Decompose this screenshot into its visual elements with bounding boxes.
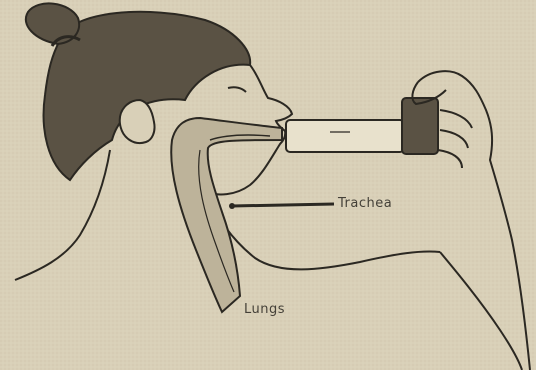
ear: [120, 100, 155, 143]
trachea-pointer-dot: [229, 203, 235, 209]
trachea-label: Trachea: [338, 196, 392, 211]
inhaler-canister: [402, 98, 438, 154]
lungs-label: Lungs: [244, 302, 285, 317]
trachea-pointer: [232, 204, 334, 206]
inhaler-mouthpiece: [286, 120, 404, 152]
